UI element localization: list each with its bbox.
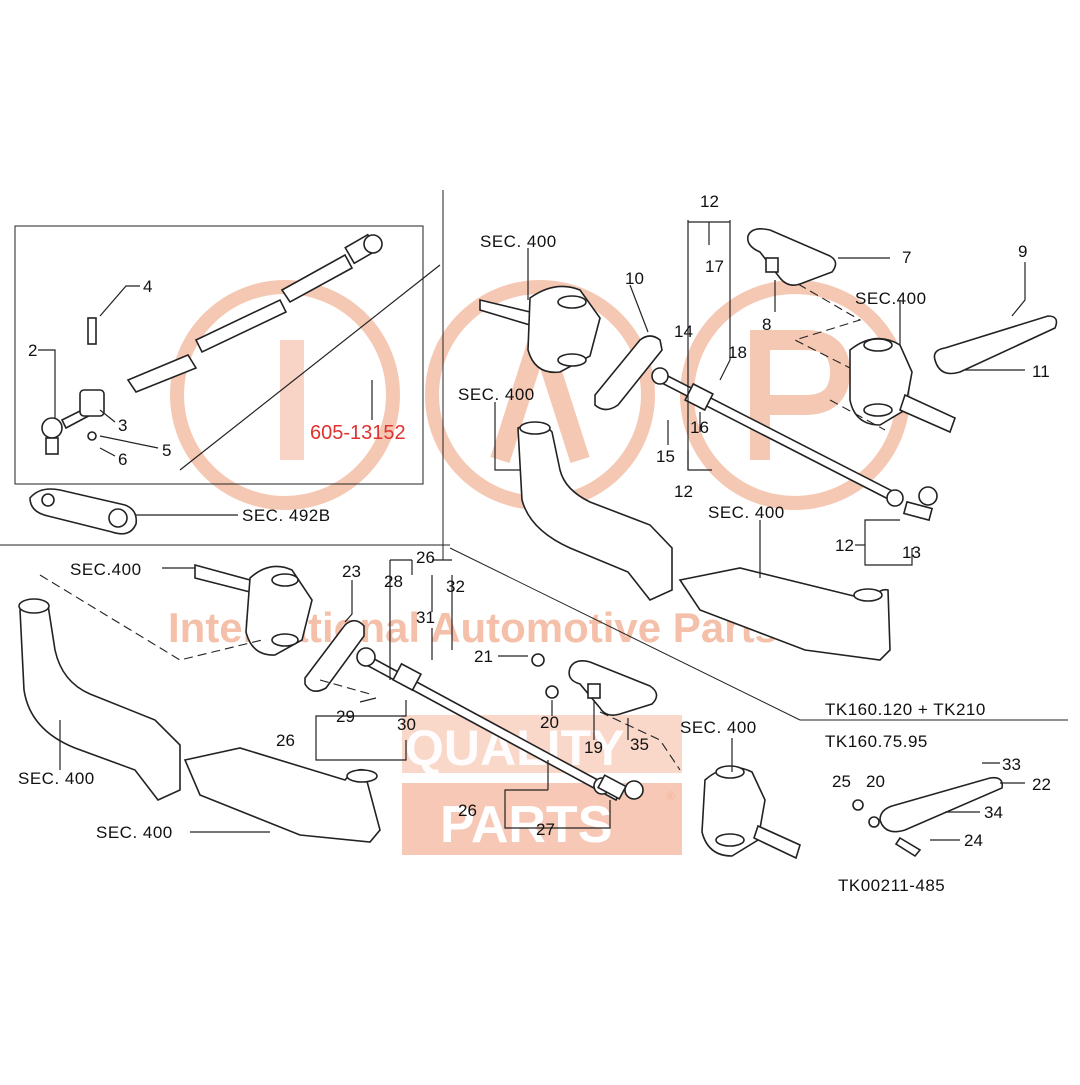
watermark-registered-mark: ® [666,789,675,803]
section-label: SEC. 400 [680,718,757,737]
callout-11: 11 [1032,362,1050,381]
callout-23: 23 [342,562,361,581]
callout-31: 31 [416,608,435,627]
callout-32: 32 [446,577,465,596]
callout-2: 2 [28,341,37,360]
callout-13: 13 [902,543,921,562]
section-label: SEC. 400 [480,232,557,251]
model-note: TK160.75.95 [825,732,928,751]
callout-25: 25 [832,772,851,791]
callout-21: 21 [474,647,493,666]
callout-28: 28 [384,572,403,591]
callout-24: 24 [964,831,983,850]
callout-27: 27 [536,820,555,839]
callout-20: 20 [540,713,559,732]
model-note: TK160.120 + TK210 [825,700,986,719]
callout-26: 26 [276,731,295,750]
callout-22: 22 [1032,775,1051,794]
tie-rod-inset [29,233,383,535]
section-label: SEC. 400 [458,385,535,404]
lower-left-leaders [39,559,1025,841]
callout-17: 17 [705,257,724,276]
callout-6: 6 [118,450,127,469]
drawing-code: TK00211-485 [838,876,945,895]
callout-26: 26 [458,801,477,820]
callout-5: 5 [162,441,171,460]
callout-20: 20 [866,772,885,791]
watermark-quality: QUALITY [405,720,624,776]
callout-34: 34 [984,803,1003,822]
watermark-parts: PARTS [440,796,612,854]
upper-right-leaders [494,220,1026,578]
callout-14: 14 [674,322,693,341]
callout-10: 10 [625,269,644,288]
callout-30: 30 [397,715,416,734]
callout-4: 4 [143,277,152,296]
section-label: SEC. 400 [18,769,95,788]
lower-left-assembly [18,563,1004,860]
section-label: SEC.400 [70,560,142,579]
callout-16: 16 [690,418,709,437]
callout-35: 35 [630,735,649,754]
callout-9: 9 [1018,242,1027,261]
watermark-quality-box [402,715,682,773]
callout-29: 29 [336,707,355,726]
inset-leaders [38,285,373,516]
section-label: SEC. 492B [242,506,331,525]
callout-12: 12 [674,482,693,501]
callout-12: 12 [700,192,719,211]
callout-12: 12 [835,536,854,555]
callout-19: 19 [584,738,603,757]
callout-3: 3 [118,416,127,435]
callout-8: 8 [762,315,771,334]
section-label: SEC. 400 [96,823,173,842]
callout-18: 18 [728,343,747,362]
frame-lines [0,190,1068,721]
upper-right-assembly [479,228,1058,661]
part-number: 605-13152 [310,422,406,444]
callout-15: 15 [656,447,675,466]
callout-numbers: 2 3 4 5 6 7 8 9 10 11 12 12 12 13 14 15 … [28,192,1051,850]
callout-26: 26 [416,548,435,567]
callout-7: 7 [902,248,911,267]
section-label: SEC. 400 [708,503,785,522]
callout-33: 33 [1002,755,1021,774]
section-label: SEC.400 [855,289,927,308]
